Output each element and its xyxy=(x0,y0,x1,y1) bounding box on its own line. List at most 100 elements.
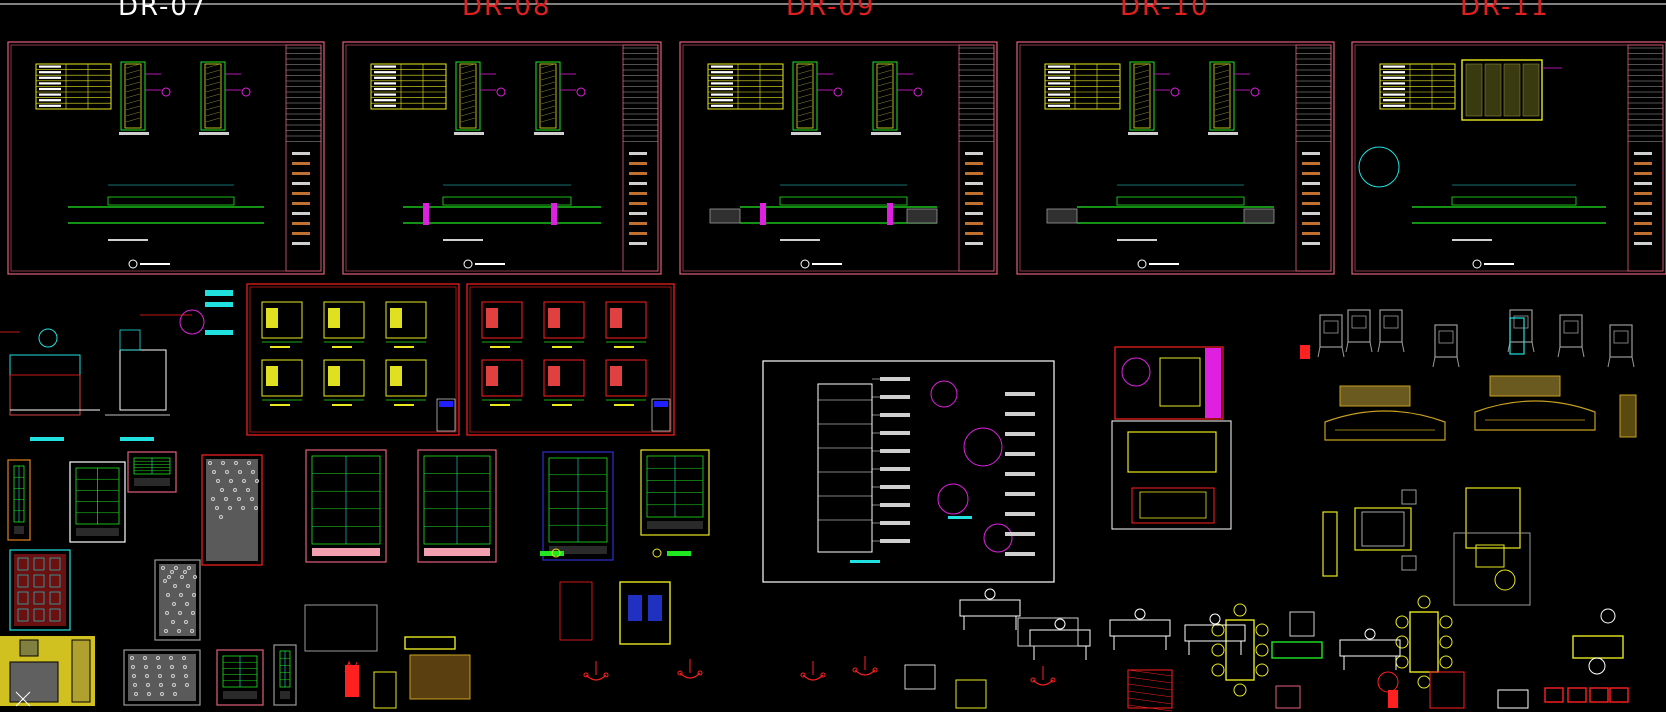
sideboard-4[interactable] xyxy=(1184,613,1246,655)
cabinet-panel-11[interactable] xyxy=(123,649,201,706)
sheet-header-dr-08[interactable]: DR-08 xyxy=(462,0,552,22)
detail-callout xyxy=(179,309,205,335)
cabinet-panel-3[interactable] xyxy=(127,451,177,493)
chandelier-5[interactable] xyxy=(1030,666,1056,686)
cabinet-panel-12[interactable] xyxy=(216,649,264,706)
detail-elevation-box[interactable] xyxy=(762,360,1055,583)
door-elevation xyxy=(1128,61,1180,135)
sheet-header-dr-09[interactable]: DR-09 xyxy=(786,0,876,22)
bed-headboard xyxy=(404,636,456,650)
nightstand xyxy=(373,671,397,709)
sofa-1[interactable] xyxy=(1324,385,1446,441)
title-block xyxy=(958,44,995,272)
sheet-frame-5[interactable] xyxy=(1351,41,1666,275)
detail-callout xyxy=(930,380,958,408)
gray-furniture-6[interactable] xyxy=(1557,314,1585,358)
furniture-blocks xyxy=(304,309,1637,712)
red-tile-2 xyxy=(1567,687,1587,703)
section-marker xyxy=(1472,259,1482,269)
door-elevation xyxy=(1461,59,1562,121)
gray-furniture-7[interactable] xyxy=(1607,324,1635,368)
picture-frame xyxy=(1289,611,1315,637)
detail-callout xyxy=(963,427,1003,467)
sideboard-3[interactable] xyxy=(1109,608,1171,650)
carpet-pattern xyxy=(304,604,378,652)
sideboard-2[interactable] xyxy=(1029,618,1091,660)
gray-furniture-2[interactable] xyxy=(1345,309,1373,353)
title-block xyxy=(1295,44,1332,272)
cabinet-panel-13[interactable] xyxy=(273,644,297,706)
red-lamp xyxy=(1388,690,1398,708)
sheet-header-dr-11[interactable]: DR-11 xyxy=(1460,0,1550,22)
frame-icon xyxy=(955,679,987,709)
lamp-icon xyxy=(1300,345,1310,359)
detail-sheet-1[interactable] xyxy=(246,283,460,436)
chandelier-3[interactable] xyxy=(800,661,826,681)
cabinet-panel-1[interactable] xyxy=(7,459,31,541)
dining-table-2[interactable] xyxy=(1395,595,1453,689)
section-marker xyxy=(128,259,138,269)
side-table xyxy=(1497,689,1529,709)
bench-icon xyxy=(1017,617,1079,647)
dining-table-1[interactable] xyxy=(1211,603,1269,697)
cabinet-panel-2[interactable] xyxy=(69,461,126,543)
section-marker xyxy=(463,259,473,269)
section-marker xyxy=(800,259,810,269)
sink-elevation xyxy=(0,290,233,441)
sheet-frame-2[interactable] xyxy=(342,41,662,275)
gray-furniture-1[interactable] xyxy=(1317,314,1345,358)
sheet-frame-1[interactable] xyxy=(7,41,325,275)
door-plan-section xyxy=(1412,184,1606,241)
red-block xyxy=(345,665,359,697)
cabinet-icon xyxy=(1275,685,1301,709)
detail-sheet-2[interactable] xyxy=(466,283,675,436)
sofa-2[interactable] xyxy=(1474,375,1596,431)
cabinet-panel-6[interactable] xyxy=(417,449,497,563)
gray-furniture-5[interactable] xyxy=(1507,309,1535,353)
sideboard-1[interactable] xyxy=(959,588,1021,630)
chandelier-1[interactable] xyxy=(583,661,609,681)
sheet-frame-4[interactable] xyxy=(1016,41,1335,275)
sheet-header-dr-10[interactable]: DR-10 xyxy=(1120,0,1210,22)
chandelier-2[interactable] xyxy=(677,659,703,679)
door-elevation xyxy=(791,61,843,135)
red-tile-1 xyxy=(1544,687,1564,703)
detail-callout xyxy=(983,523,1013,553)
cabinet-panel-4[interactable] xyxy=(201,454,263,566)
red-ornament xyxy=(344,660,358,674)
detail-sheet-small[interactable] xyxy=(1111,346,1232,530)
sheet-frame-3[interactable] xyxy=(679,41,998,275)
ucs-icon xyxy=(15,691,31,707)
door-plan-section xyxy=(709,184,938,241)
section-marker xyxy=(1137,259,1147,269)
door-elevation xyxy=(871,61,923,135)
label-tag xyxy=(667,551,691,556)
section-detail xyxy=(559,581,593,641)
sheet-frames-row xyxy=(7,41,1666,275)
gray-furniture-3[interactable] xyxy=(1377,309,1405,353)
cabinet-panel-10[interactable] xyxy=(154,559,201,641)
door-elevation xyxy=(1208,61,1260,135)
red-tile-4 xyxy=(1609,687,1629,703)
door-plan-section xyxy=(1046,184,1275,241)
door-elevation xyxy=(199,61,251,135)
cabinet-panel-7[interactable] xyxy=(542,451,614,561)
chandelier-4[interactable] xyxy=(852,656,878,676)
cabinet-panel-8[interactable] xyxy=(640,449,710,536)
title-block xyxy=(622,44,659,272)
lamp-icon xyxy=(1600,608,1616,624)
mirror-icon xyxy=(1377,671,1399,693)
cabinet-panel-9[interactable] xyxy=(9,549,71,631)
detail-callout xyxy=(1358,146,1400,188)
detail-area xyxy=(0,283,1232,706)
door-elevation xyxy=(534,61,586,135)
bed-set[interactable] xyxy=(1322,487,1531,606)
bed-block xyxy=(409,654,471,700)
gray-furniture-4[interactable] xyxy=(1432,324,1460,368)
door-elevation xyxy=(119,61,171,135)
sheet-header-dr-07[interactable]: DR-07 xyxy=(118,0,208,22)
door-elevation xyxy=(454,61,506,135)
sideboard-5[interactable] xyxy=(1339,628,1401,670)
cabinet-panel-5[interactable] xyxy=(305,449,387,563)
